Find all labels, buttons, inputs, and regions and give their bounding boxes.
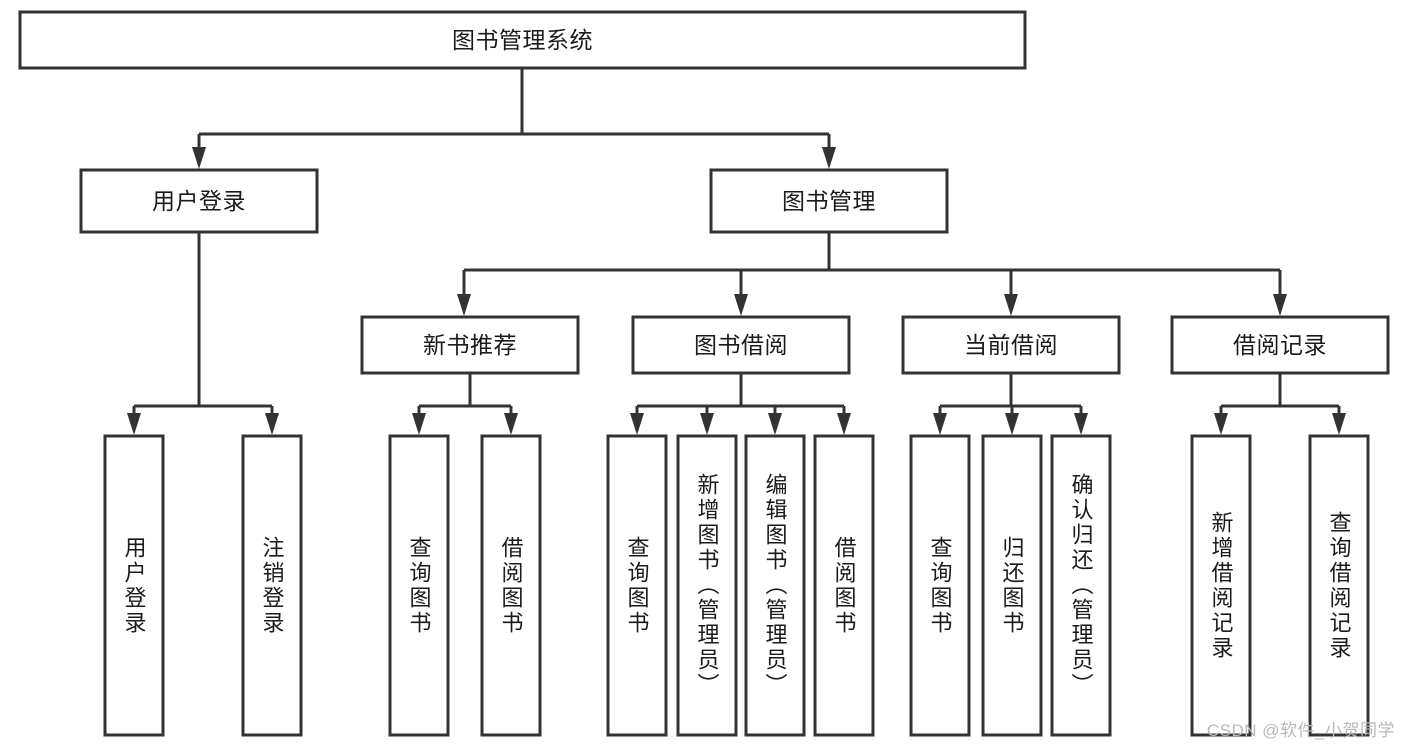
connector-new-book-bus <box>412 373 518 435</box>
arrow-head-icon <box>192 147 206 169</box>
node-box-leaf-return-book[interactable] <box>981 434 1043 737</box>
node-box-current-borrow[interactable] <box>901 315 1121 375</box>
arrow-head-icon <box>700 413 714 435</box>
connector-root-bus <box>192 68 836 169</box>
node-box-leaf-add-record[interactable] <box>1190 434 1252 737</box>
node-box-leaf-confirm-return[interactable] <box>1050 434 1112 737</box>
arrow-head-icon <box>457 294 471 316</box>
arrow-head-icon <box>1273 294 1287 316</box>
node-box-root[interactable] <box>18 10 1027 70</box>
arrow-head-icon <box>822 147 836 169</box>
watermark-text: CSDN @软件_小贺同学 <box>1206 721 1395 740</box>
node-box-leaf-borrow-book-rec[interactable] <box>480 434 542 737</box>
connector-user-login-bus <box>127 232 279 435</box>
node-box-leaf-add-book[interactable] <box>676 434 738 737</box>
connector-book-borrow-bus <box>630 373 851 435</box>
node-box-user-login[interactable] <box>79 168 319 234</box>
connector-layer <box>127 68 1346 435</box>
arrow-head-icon <box>1214 413 1228 435</box>
node-box-new-book-recommend[interactable] <box>360 315 580 375</box>
arrow-head-icon <box>504 413 518 435</box>
node-box-borrow-record[interactable] <box>1170 315 1390 375</box>
node-box-leaf-query-record[interactable] <box>1308 434 1370 737</box>
arrow-head-icon <box>1332 413 1346 435</box>
node-box-leaf-logout[interactable] <box>241 434 303 737</box>
arrow-head-icon <box>630 413 644 435</box>
node-box-leaf-query-book-rec[interactable] <box>388 434 450 737</box>
node-box-leaf-query-book-current[interactable] <box>909 434 971 737</box>
arrow-head-icon <box>127 413 141 435</box>
arrow-head-icon <box>265 413 279 435</box>
arrow-head-icon <box>933 413 947 435</box>
box-layer <box>18 10 1390 737</box>
node-box-book-manage[interactable] <box>709 168 949 234</box>
node-box-leaf-user-login[interactable] <box>103 434 165 737</box>
node-box-book-borrow[interactable] <box>631 315 851 375</box>
connector-book-manage-bus <box>457 232 1287 316</box>
arrow-head-icon <box>837 413 851 435</box>
node-box-leaf-query-book-borrow[interactable] <box>606 434 668 737</box>
node-box-leaf-borrow-book[interactable] <box>813 434 875 737</box>
arrow-head-icon <box>1074 413 1088 435</box>
arrow-head-icon <box>734 294 748 316</box>
arrow-head-icon <box>412 413 426 435</box>
arrow-head-icon <box>768 413 782 435</box>
connector-current-borrow-bus <box>933 373 1088 435</box>
arrow-head-icon <box>1005 413 1019 435</box>
node-box-leaf-edit-book[interactable] <box>744 434 806 737</box>
arrow-head-icon <box>1004 294 1018 316</box>
connector-borrow-record-bus <box>1214 373 1346 435</box>
